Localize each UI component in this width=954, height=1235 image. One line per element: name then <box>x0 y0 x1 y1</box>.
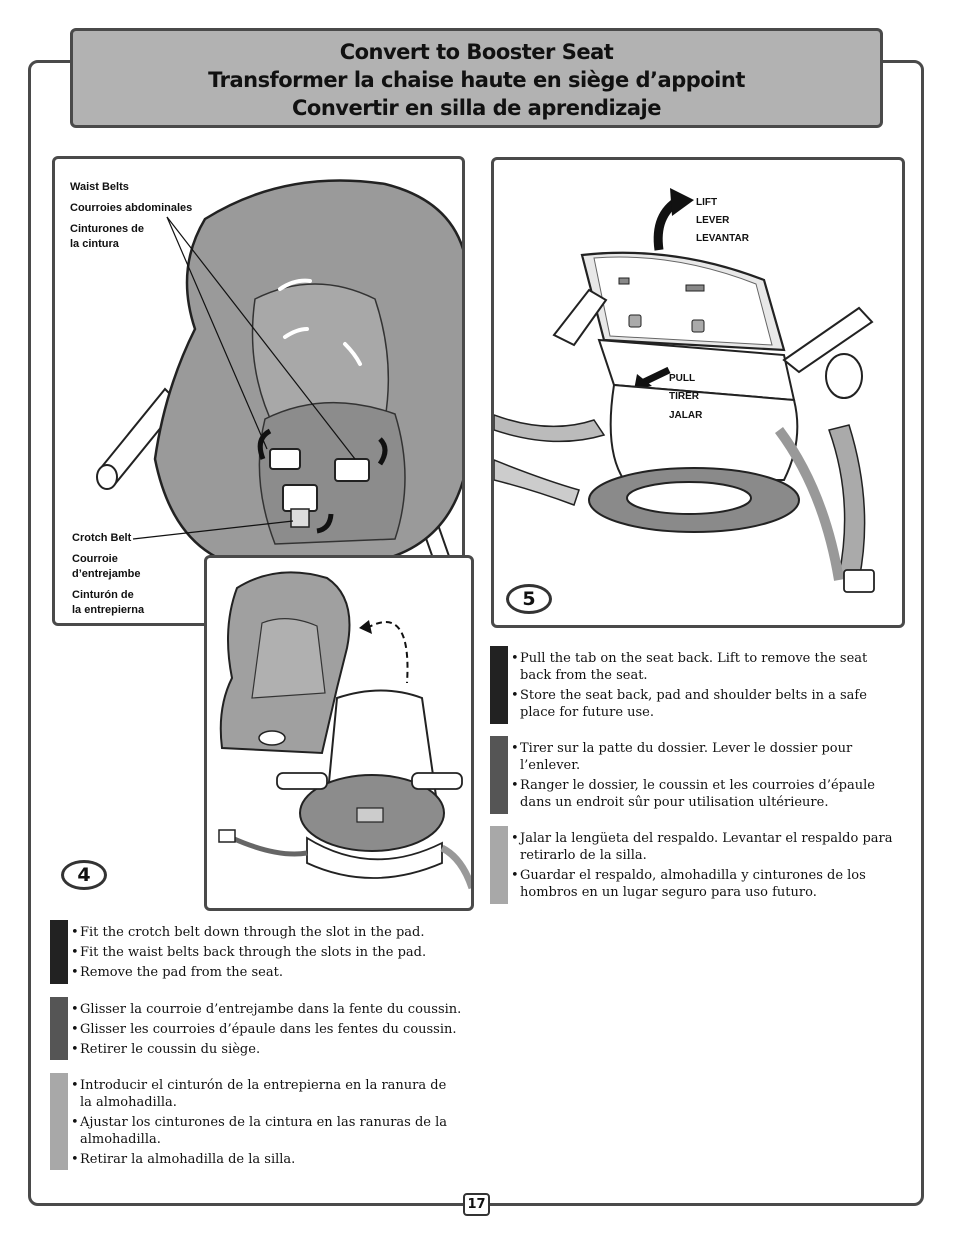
title-english: Convert to Booster Seat <box>339 40 614 64</box>
crotch-belt-label-en: Crotch Belt <box>72 532 132 544</box>
step-5-number: 5 <box>506 584 552 614</box>
waist-belts-label-fr: Courroies abdominales <box>70 202 193 214</box>
instruction-item: Fit the crotch belt down through the slo… <box>71 924 426 941</box>
crotch-belt-label-es-2: la entrepierna <box>72 604 145 616</box>
title-spanish: Convertir en silla de aprendizaje <box>292 96 661 120</box>
instruction-item: Guardar el respaldo, almohadilla y cintu… <box>511 867 896 901</box>
instruction-item: Glisser les courroies d’épaule dans les … <box>71 1021 461 1038</box>
step4-illustration-panel: Waist Belts Courroies abdominales Cintur… <box>52 156 465 626</box>
lift-label-en: LIFT <box>696 197 718 208</box>
step-4-number: 4 <box>61 860 107 890</box>
pull-label-es: JALAR <box>669 410 703 421</box>
step4-instructions-en: Fit the crotch belt down through the slo… <box>50 920 470 984</box>
waist-belts-label-es-2: la cintura <box>70 238 119 250</box>
waist-belts-label-en: Waist Belts <box>70 181 129 193</box>
instruction-item: Jalar la lengüeta del respaldo. Levantar… <box>511 830 896 864</box>
instruction-item: Retirar la almohadilla de la silla. <box>71 1151 456 1168</box>
instruction-item: Introducir el cinturón de la entrepierna… <box>71 1077 456 1111</box>
language-bar-es <box>50 1073 68 1170</box>
step5-instructions-es: Jalar la lengüeta del respaldo. Levantar… <box>490 826 905 904</box>
waist-belts-label-es-1: Cinturones de <box>70 223 144 235</box>
instruction-item: Store the seat back, pad and shoulder be… <box>511 687 896 721</box>
instruction-item: Tirer sur la patte du dossier. Lever le … <box>511 740 896 774</box>
instruction-item: Fit the waist belts back through the slo… <box>71 944 426 961</box>
step4-pad-illustration <box>96 179 462 571</box>
language-bar-es <box>490 826 508 904</box>
seat-back-removal-illustration <box>494 188 875 593</box>
title-banner: Convert to Booster Seat Transformer la c… <box>70 28 883 128</box>
step5-illustration-panel: LIFT LEVER LEVANTAR PULL TIRER JALAR 5 <box>491 157 905 628</box>
step5-instructions-fr: Tirer sur la patte du dossier. Lever le … <box>490 736 905 814</box>
step4-instructions-es: Introducir el cinturón de la entrepierna… <box>50 1073 470 1170</box>
instruction-item: Glisser la courroie d’entrejambe dans la… <box>71 1001 461 1018</box>
crotch-belt-label-fr-2: d’entrejambe <box>72 568 141 580</box>
instruction-item: Ranger le dossier, le coussin et les cou… <box>511 777 896 811</box>
language-bar-fr <box>490 736 508 814</box>
instruction-item: Ajustar los cinturones de la cintura en … <box>71 1114 456 1148</box>
instruction-item: Pull the tab on the seat back. Lift to r… <box>511 650 896 684</box>
step4-inset-panel <box>204 555 474 911</box>
instruction-item: Retirer le coussin du siège. <box>71 1041 461 1058</box>
language-bar-en <box>490 646 508 724</box>
language-bar-fr <box>50 997 68 1060</box>
page-number: 17 <box>463 1193 490 1216</box>
pull-label-fr: TIRER <box>669 391 699 402</box>
lift-label-es: LEVANTAR <box>696 233 749 244</box>
booster-seat-inset-illustration <box>218 571 471 890</box>
crotch-belt-label-es-1: Cinturón de <box>72 589 134 601</box>
language-bar-en <box>50 920 68 984</box>
lift-label-fr: LEVER <box>696 215 730 226</box>
title-french: Transformer la chaise haute en siège d’a… <box>208 68 745 92</box>
step4-instructions-fr: Glisser la courroie d’entrejambe dans la… <box>50 997 470 1060</box>
pull-label-en: PULL <box>669 373 696 384</box>
step5-instructions-en: Pull the tab on the seat back. Lift to r… <box>490 646 905 724</box>
crotch-belt-label-fr-1: Courroie <box>72 553 118 565</box>
instruction-item: Remove the pad from the seat. <box>71 964 426 981</box>
